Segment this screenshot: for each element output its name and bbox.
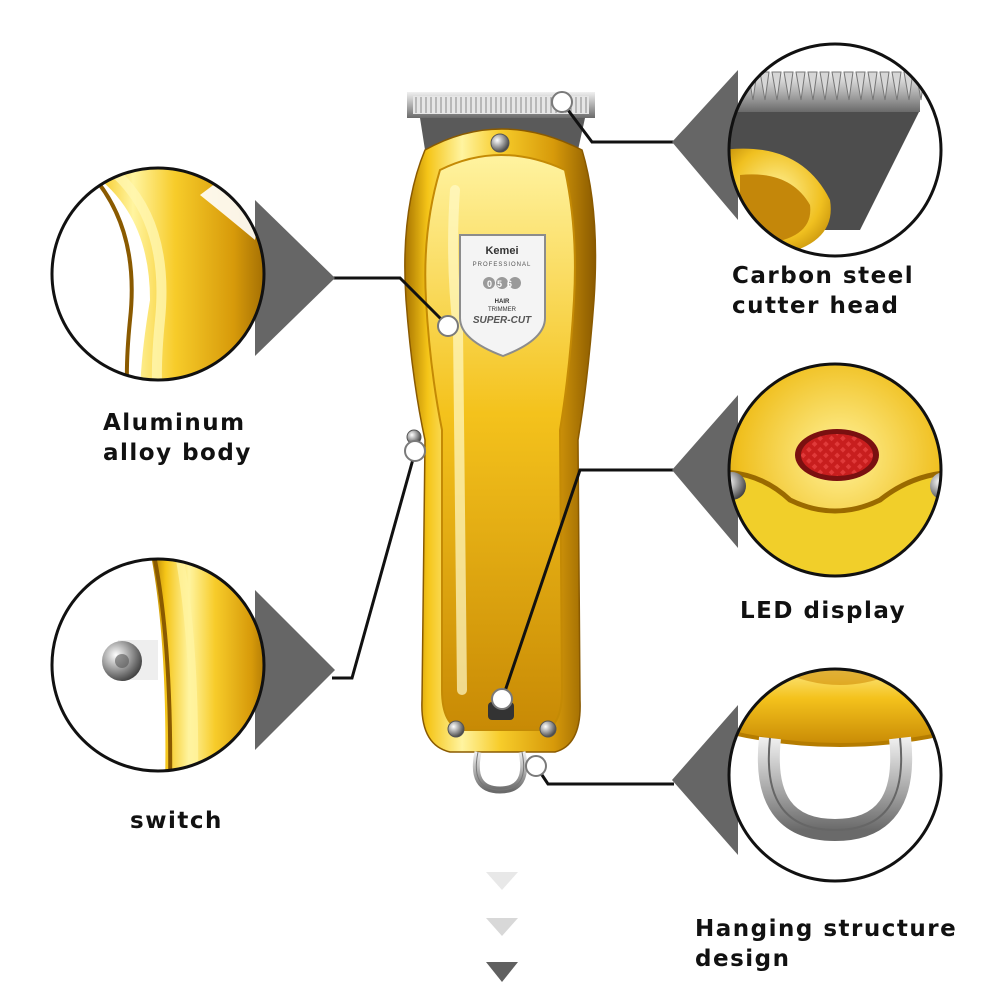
trimmer-illustration: Kemei PROFESSIONAL 056 HAIR TRIMMER SUPE… — [404, 92, 597, 794]
down-arrow-icon — [486, 918, 518, 936]
detail-switch — [50, 557, 335, 773]
label-carbon-line1: Carbon steel — [732, 263, 915, 289]
down-arrow-icon — [486, 872, 518, 890]
badge-product: SUPER-CUT — [473, 315, 532, 326]
detail-led-display — [672, 362, 943, 578]
callout-dots — [404, 91, 573, 777]
badge-subtitle-2: TRIMMER — [488, 307, 517, 313]
dot-aluminum — [437, 315, 459, 337]
detail-carbon-head — [672, 42, 943, 258]
label-led-line1: LED display — [740, 598, 907, 624]
top-screw — [490, 133, 510, 153]
led-diamond-panel — [801, 434, 873, 476]
down-arrows — [486, 872, 518, 982]
detail-aluminum-body — [50, 166, 335, 382]
badge-line: PROFESSIONAL — [473, 262, 532, 268]
label-led: LED display — [740, 596, 906, 626]
label-switch: switch — [130, 806, 223, 836]
badge-brand: Kemei — [485, 245, 518, 257]
dot-hanging — [525, 755, 547, 777]
dot-carbon — [551, 91, 573, 113]
label-carbon-line2: cutter head — [732, 293, 900, 319]
dot-switch — [404, 440, 426, 462]
label-hanging-line2: design — [695, 946, 791, 972]
down-arrow-icon — [486, 962, 518, 982]
label-hanging-line1: Hanging structure — [695, 916, 958, 942]
label-aluminum-line1: Aluminum — [103, 410, 246, 436]
detail-hanging-structure — [672, 667, 943, 883]
dot-led — [491, 688, 513, 710]
label-aluminum: Aluminum alloy body — [103, 408, 252, 468]
brand-badge: Kemei PROFESSIONAL 056 HAIR TRIMMER SUPE… — [459, 234, 546, 358]
label-aluminum-line2: alloy body — [103, 440, 252, 466]
badge-model: 056 — [487, 279, 517, 289]
label-hanging: Hanging structure design — [695, 914, 957, 974]
label-switch-line1: switch — [130, 808, 223, 834]
label-carbon: Carbon steel cutter head — [732, 261, 914, 321]
hanging-ring — [472, 751, 528, 794]
badge-subtitle-1: HAIR — [495, 299, 510, 305]
